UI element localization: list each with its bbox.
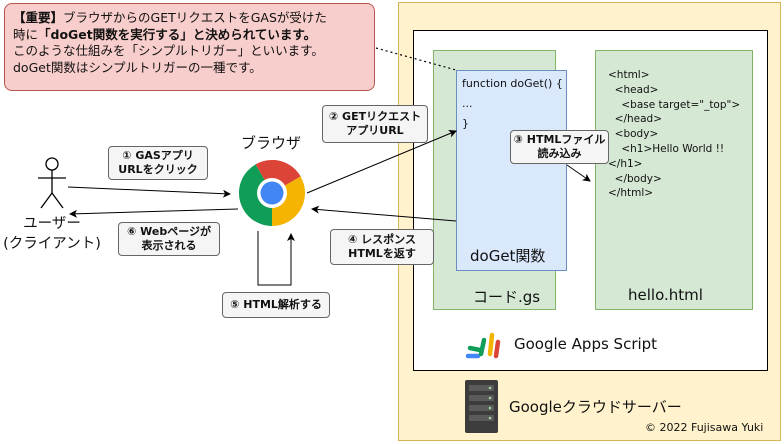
- important-note: 【重要】ブラウザからのGETリクエストをGASが受けた 時に「doGet関数を実…: [4, 3, 375, 91]
- arrow-step5-browser-loop: [257, 231, 295, 286]
- google-cloud-server-label: Googleクラウドサーバー: [509, 398, 682, 416]
- note-connector-line: [375, 47, 457, 71]
- arrow-step3-html-to-doget: [566, 164, 591, 182]
- step3-tag: ③ HTMLファイル 読み込み: [510, 130, 609, 164]
- note-line-1: 【重要】ブラウザからのGETリクエストをGASが受けた: [13, 10, 327, 25]
- note-important-tag: 【重要】: [13, 10, 64, 25]
- note-line-2: 時に「doGet関数を実行する」と決められています。: [13, 26, 317, 42]
- step5-tag: ⑤ HTML解析する: [222, 292, 330, 318]
- arrow-step1-user-to-browser: [67, 186, 231, 198]
- note-line-4: doGet関数はシンプルトリガーの一種です。: [13, 59, 262, 75]
- step4-tag: ④ レスポンス HTMLを返す: [330, 229, 434, 265]
- step1-tag: ① GASアプリ URLをクリック: [108, 146, 208, 180]
- server-rack-icon: [465, 380, 498, 433]
- copyright-text: © 2022 Fujisawa Yuki: [645, 421, 764, 434]
- doget-code-snippet: function doGet() { ... }: [462, 77, 563, 130]
- google-apps-script-label: Google Apps Script: [514, 335, 658, 353]
- browser-label: ブラウザ: [241, 134, 302, 152]
- doget-function-box: [456, 70, 567, 271]
- arrow-step6-browser-to-user: [69, 208, 239, 218]
- doget-function-label: doGet関数: [470, 247, 546, 265]
- user-figure-icon: [38, 157, 66, 209]
- note-line-3: このような仕組みを「シンプルトリガー」といいます。: [13, 43, 324, 58]
- code-gs-label: コード.gs: [473, 288, 541, 306]
- arrow-step4-doget-to-browser: [311, 205, 457, 222]
- apps-script-logo-icon: [465, 332, 501, 359]
- user-label: ユーザー (クライアント): [3, 216, 101, 252]
- step2-tag: ② GETリクエスト アプリURL: [322, 105, 428, 143]
- arrow-step2-browser-to-doget: [306, 129, 457, 194]
- step6-tag: ⑥ Webページが 表示される: [118, 222, 220, 256]
- hello-html-label: hello.html: [628, 286, 703, 304]
- hello-html-snippet: <html> <head> <base target="_top"> </hea…: [608, 69, 741, 200]
- chrome-browser-icon: [238, 159, 306, 227]
- hello-html-file-box: [595, 50, 753, 310]
